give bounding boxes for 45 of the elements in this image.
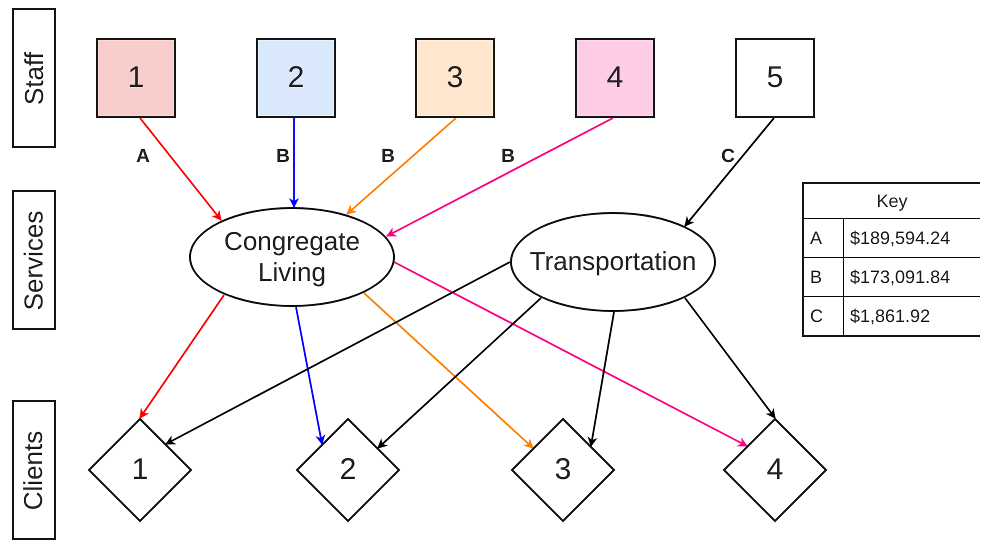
arrow	[394, 261, 748, 447]
node-label: 1	[132, 453, 148, 487]
lane-label-box	[12, 8, 56, 148]
edge-label: C	[721, 146, 735, 168]
table-header: Key	[875, 190, 909, 213]
lane-title: Services	[18, 210, 50, 310]
table-cell: C	[804, 296, 844, 335]
node-label: 3	[446, 61, 464, 95]
arrow	[139, 294, 225, 419]
table-cell: $189,594.24	[844, 218, 980, 257]
edge-label: B	[501, 146, 515, 168]
node-label: 4	[606, 61, 624, 95]
arrow	[588, 312, 615, 447]
arrow	[684, 297, 776, 419]
staff-box	[256, 38, 336, 118]
table-cell: B	[804, 257, 844, 296]
arrow	[139, 117, 222, 221]
node-label: Congregate Living	[223, 226, 361, 288]
node-label: 2	[340, 453, 356, 487]
node-label: 4	[766, 453, 784, 487]
lane-label-box	[12, 400, 56, 540]
arrow	[346, 117, 457, 215]
node-label: 3	[554, 453, 572, 487]
edge-label: B	[381, 146, 395, 168]
table-cell: $173,091.84	[844, 257, 980, 296]
node-label: 5	[766, 61, 784, 95]
arrow	[684, 117, 775, 227]
staff-box	[575, 38, 655, 118]
lane-title: Clients	[18, 430, 50, 510]
arrow	[386, 117, 614, 237]
edge-label: B	[276, 146, 290, 168]
table-cell: A	[804, 218, 844, 257]
node-label: Transportation	[530, 246, 696, 278]
staff-box	[96, 38, 176, 118]
node-label: 1	[128, 61, 144, 95]
edge-label: A	[136, 146, 150, 168]
arrow	[289, 118, 299, 208]
table-cell: $1,861.92	[844, 296, 980, 335]
node-label: 2	[288, 61, 304, 95]
staff-box	[735, 38, 815, 118]
arrow	[295, 306, 326, 445]
arrow	[165, 261, 510, 445]
lane-title: Staff	[18, 52, 50, 104]
staff-box	[415, 38, 495, 118]
lane-label-box	[12, 190, 56, 330]
